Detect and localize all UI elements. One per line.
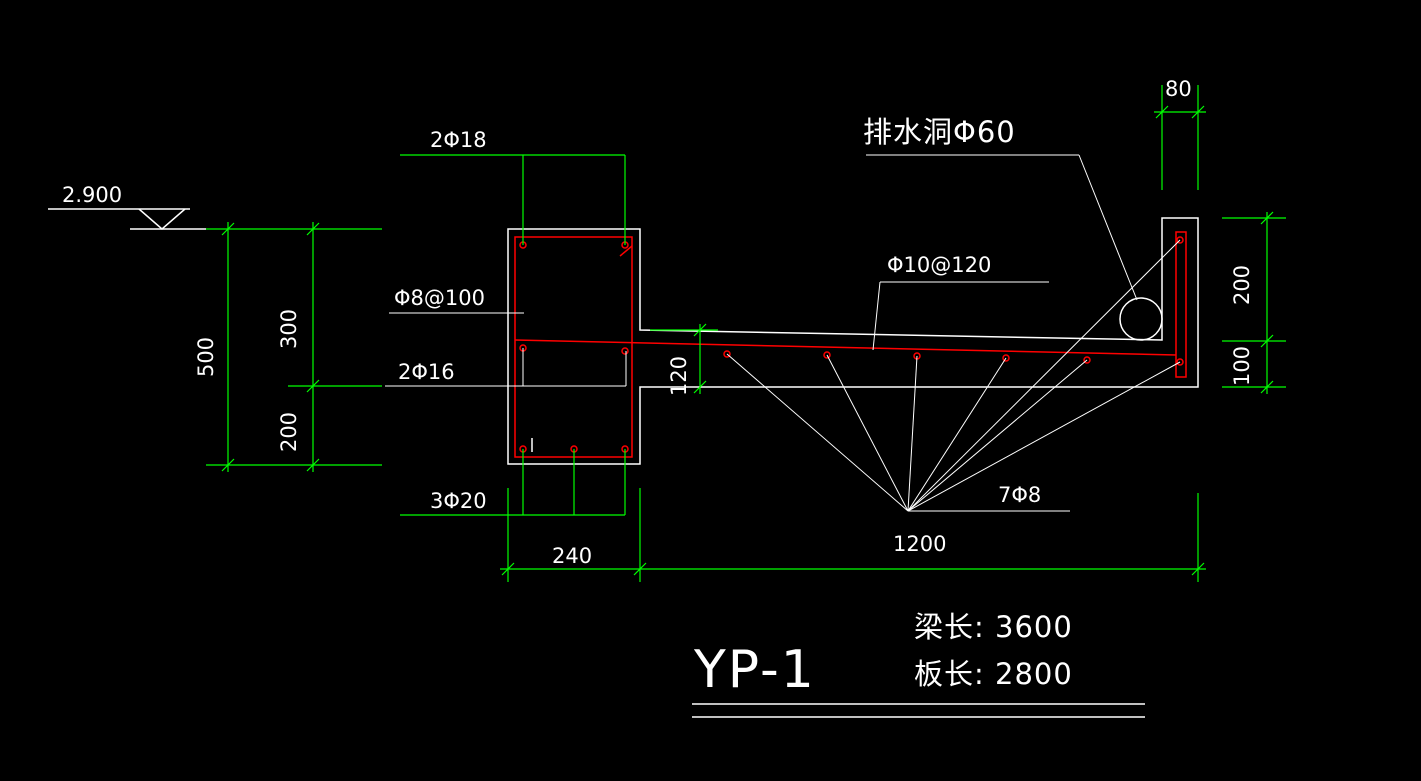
slab-main-bar-label: Φ10@120 (887, 253, 991, 277)
rebar-dot (1176, 358, 1184, 366)
upstand-width-dim: 80 (1165, 77, 1192, 101)
slab-length-label: 板长: 2800 (914, 657, 1073, 691)
leaders-white (385, 154, 1181, 512)
rebar-dot (1002, 354, 1010, 362)
beam-upper-dim: 300 (277, 309, 301, 349)
section-outline (507, 217, 1199, 465)
beam-height-dim: 500 (194, 337, 218, 377)
top-bars-label: 2Φ18 (430, 128, 487, 152)
stirrup-hook (619, 245, 633, 257)
dimension-lines (206, 85, 1286, 582)
drain-hole-label: 排水洞Φ60 (863, 115, 1016, 149)
title-underlines (692, 703, 1145, 718)
rebar-dot (621, 347, 629, 355)
beam-width-dim: 240 (552, 544, 592, 568)
beam-lower-dim: 200 (277, 412, 301, 452)
rebar-dot (1176, 236, 1184, 244)
rebar-dot (823, 351, 831, 359)
slab-span-dim: 1200 (893, 532, 946, 556)
slab-main-bar (514, 231, 1187, 378)
rebar-dot (1083, 356, 1091, 364)
level-marker (48, 208, 206, 230)
upstand-lower-dim: 100 (1230, 346, 1254, 386)
slab-thickness-dim: 120 (667, 356, 691, 396)
rebar-dot (723, 350, 731, 358)
beam-stirrup (514, 236, 633, 458)
beam-length-label: 梁长: 3600 (914, 610, 1073, 644)
upstand-upper-dim: 200 (1230, 265, 1254, 305)
bottom-bars-label: 3Φ20 (430, 489, 487, 513)
drain-hole-circle (1119, 297, 1163, 341)
level-value: 2.900 (62, 183, 122, 207)
distribution-bars-label: 7Φ8 (998, 483, 1041, 507)
title-mark: YP-1 (693, 640, 816, 700)
reinforcement (514, 231, 1187, 458)
concrete-outline (507, 217, 1199, 465)
stirrups-label: Φ8@100 (394, 286, 485, 310)
middle-bars-label: 2Φ16 (398, 360, 455, 384)
